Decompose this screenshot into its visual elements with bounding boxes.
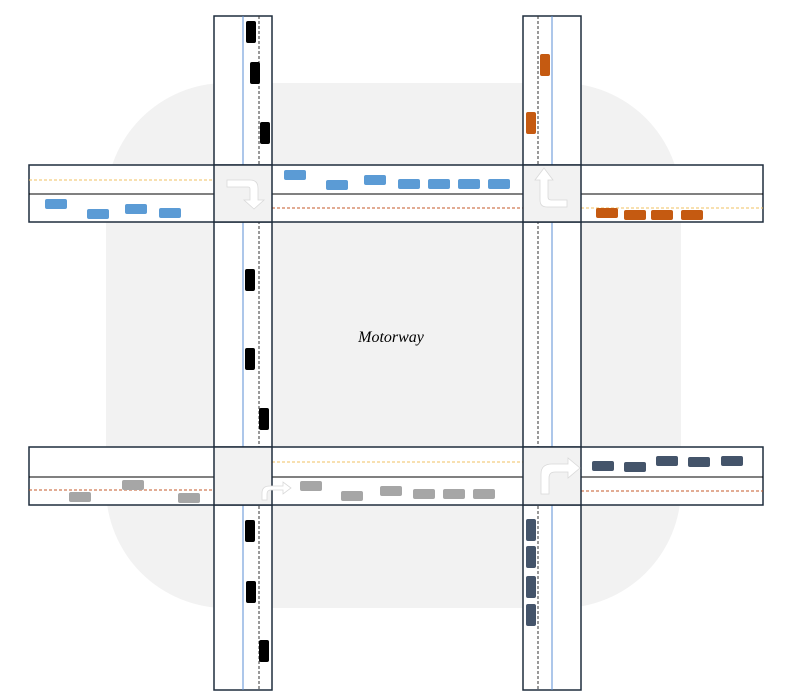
gray-car-7	[413, 489, 435, 499]
horizontal-road-top	[28, 164, 764, 223]
black-car-1	[246, 21, 256, 43]
navy-car-2	[526, 546, 536, 568]
blue-car-7	[364, 175, 386, 185]
black-car-6	[259, 408, 269, 430]
horizontal-road-bottom	[28, 446, 764, 506]
blue-car-3	[125, 204, 147, 214]
blue-car-5	[284, 170, 306, 180]
blue-car-6	[326, 180, 348, 190]
gray-car-9	[473, 489, 495, 499]
gray-car-5	[341, 491, 363, 501]
turn-left-up-arrow-icon	[534, 167, 568, 208]
motorway-label: Motorway	[357, 329, 425, 346]
black-car-8	[246, 581, 256, 603]
horizontal-road-bottom-body	[28, 446, 764, 506]
blue-car-1	[45, 199, 67, 209]
navy-car-3	[526, 576, 536, 598]
vehicles	[45, 21, 743, 662]
turn-right-small-arrow-icon	[261, 481, 292, 501]
orange-car-4	[624, 210, 646, 220]
navy-car-5	[592, 461, 614, 471]
orange-car-5	[651, 210, 673, 220]
navy-car-8	[688, 457, 710, 467]
orange-car-3	[596, 208, 618, 218]
navy-car-6	[624, 462, 646, 472]
intersection-top-right	[522, 164, 582, 223]
gray-car-6	[380, 486, 402, 496]
turn-right-down-arrow-icon	[226, 179, 266, 210]
blue-car-8	[398, 179, 420, 189]
gray-car-1	[69, 492, 91, 502]
turn-right-up-arrow-icon	[540, 457, 581, 495]
blue-car-2	[87, 209, 109, 219]
intersection-top-left	[213, 164, 273, 223]
black-car-7	[245, 520, 255, 542]
vertical-road-left	[213, 15, 273, 691]
black-car-2	[250, 62, 260, 84]
gray-car-4	[300, 481, 322, 491]
navy-car-7	[656, 456, 678, 466]
blue-car-4	[159, 208, 181, 218]
orange-car-6	[681, 210, 703, 220]
blue-car-10	[458, 179, 480, 189]
orange-car-1	[540, 54, 550, 76]
navy-car-9	[721, 456, 743, 466]
intersection-bottom-right	[522, 446, 582, 506]
gray-car-3	[178, 493, 200, 503]
navy-car-4	[526, 604, 536, 626]
orange-car-2	[526, 112, 536, 134]
black-car-4	[245, 269, 255, 291]
blue-car-11	[488, 179, 510, 189]
gray-car-2	[122, 480, 144, 490]
black-car-3	[260, 122, 270, 144]
black-car-9	[259, 640, 269, 662]
blue-car-9	[428, 179, 450, 189]
gray-car-8	[443, 489, 465, 499]
black-car-5	[245, 348, 255, 370]
navy-car-1	[526, 519, 536, 541]
